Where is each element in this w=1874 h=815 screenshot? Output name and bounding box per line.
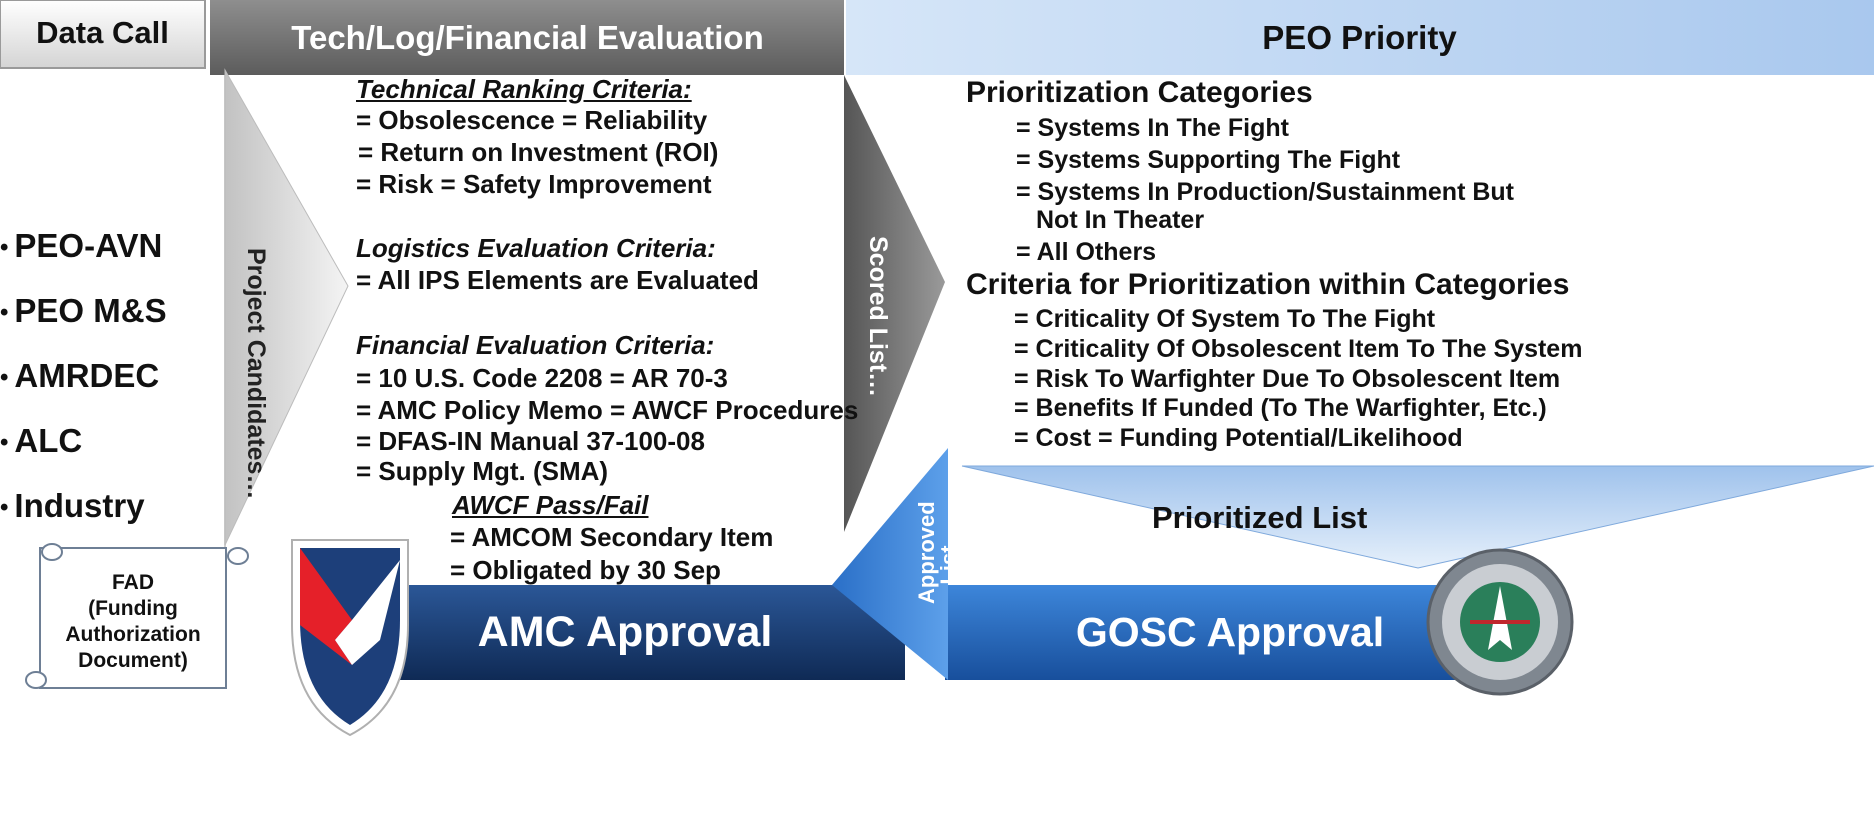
fad-line: Document) [78, 649, 188, 672]
criteria-line: = Benefits If Funded (To The Warfighter,… [1014, 394, 1547, 422]
gosc-approval-bar [945, 585, 1505, 680]
financial-criteria-title: Financial Evaluation Criteria: [356, 330, 715, 360]
criteria-line: = Cost = Funding Potential/Likelihood [1014, 424, 1463, 452]
approved-list-line: List… [936, 523, 961, 585]
project-candidates-chevron [224, 68, 349, 546]
technical-criteria-line: = Return on Investment (ROI) [358, 137, 719, 167]
evaluation-header-box [210, 0, 845, 75]
awcf-title: AWCF Pass/Fail [452, 490, 649, 520]
logistics-criteria-line: = All IPS Elements are Evaluated [356, 265, 759, 295]
source-item: •AMRDEC [0, 357, 160, 394]
financial-criteria-line: = Supply Mgt. (SMA) [356, 456, 609, 486]
criteria-line: = Criticality Of Obsolescent Item To The… [1014, 335, 1583, 363]
category-line: = Systems In Production/Sustainment But [1016, 178, 1514, 206]
data-call-title: Data Call [36, 14, 169, 50]
awcf-line: = AMCOM Secondary Item [450, 522, 774, 552]
peo-priority-title: PEO Priority [1262, 18, 1457, 56]
priority-header-box [845, 0, 1874, 75]
criteria-line: = Risk To Warfighter Due To Obsolescent … [1014, 365, 1561, 393]
data-call-header-box [0, 0, 206, 69]
category-line: Not In Theater [1036, 206, 1205, 234]
category-line: = Systems Supporting The Fight [1016, 146, 1401, 174]
fad-line: (Funding [88, 597, 178, 620]
awcf-line: = Obligated by 30 Sep [450, 555, 721, 585]
fad-text: FAD (Funding Authorization Document) [40, 570, 226, 674]
technical-criteria-title: Technical Ranking Criteria: [356, 74, 692, 104]
financial-criteria-line: = 10 U.S. Code 2208 = AR 70-3 [356, 363, 728, 393]
approved-list-arrow [832, 448, 948, 680]
project-candidates-label: Project Candidates… [242, 248, 270, 500]
gosc-approval-label: GOSC Approval [1075, 609, 1385, 655]
categories-title: Prioritization Categories [966, 76, 1313, 109]
scored-list-label: Scored List… [864, 236, 892, 398]
source-item: •Industry [0, 487, 145, 524]
approved-list-label: Approved List… [914, 501, 961, 604]
criteria-title: Criteria for Prioritization within Categ… [966, 268, 1570, 301]
source-item: •PEO M&S [0, 292, 167, 329]
category-line: = All Others [1016, 238, 1157, 266]
source-item: •ALC [0, 422, 83, 459]
evaluation-title: Tech/Log/Financial Evaluation [291, 18, 764, 56]
amc-approval-label: AMC Approval [477, 608, 773, 656]
approved-list-line: Approved [914, 501, 939, 604]
fad-line: FAD [112, 571, 154, 594]
amc-approval-bar [330, 585, 905, 680]
fad-scroll [25, 543, 249, 689]
amc-shield-logo [291, 539, 409, 737]
fad-line: Authorization [65, 623, 201, 646]
source-item: •PEO-AVN [0, 227, 163, 264]
prioritized-list-label: Prioritized List [1152, 500, 1368, 535]
category-line: = Systems In The Fight [1016, 114, 1289, 142]
technical-criteria-line: = Obsolescence = Reliability [356, 105, 708, 135]
financial-criteria-line: = DFAS-IN Manual 37-100-08 [356, 426, 705, 456]
financial-criteria-line: = AMC Policy Memo = AWCF Procedures [356, 395, 859, 425]
scored-list-chevron [844, 75, 945, 532]
criteria-line: = Criticality Of System To The Fight [1014, 305, 1436, 333]
prioritized-list-triangle [961, 465, 1874, 569]
source-list: •PEO-AVN •PEO M&S •AMRDEC •ALC •Industry [0, 222, 167, 547]
gosc-seal-logo [1426, 548, 1574, 696]
technical-criteria-line: = Risk = Safety Improvement [356, 169, 712, 199]
logistics-criteria-title: Logistics Evaluation Criteria: [356, 233, 716, 263]
